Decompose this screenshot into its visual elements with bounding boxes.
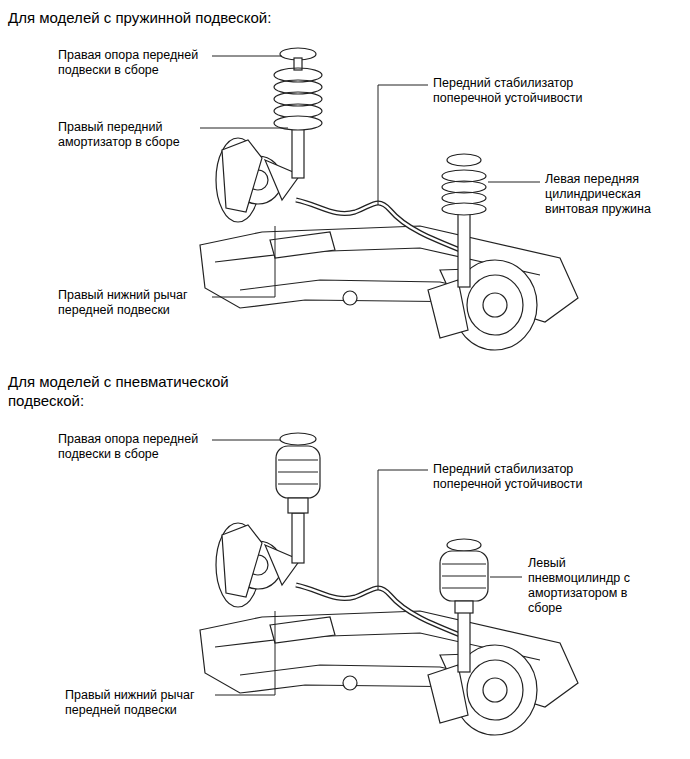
part-label: Передний стабилизатор поперечной устойчи…: [433, 76, 613, 106]
part-label: Правый нижний рычаг передней подвески: [58, 288, 208, 318]
part-label: Правый нижний рычаг передней подвески: [65, 688, 215, 718]
part-label: Правый передний амортизатор в сборе: [58, 120, 198, 150]
part-label: Передний стабилизатор поперечной устойчи…: [433, 462, 613, 492]
part-label: Левый пневмоцилиндр с амортизатором в сб…: [528, 556, 638, 616]
part-label: Левая передняя цилиндрическая винтовая п…: [545, 172, 670, 217]
section-heading: Для моделей с пневматической подвеской:: [8, 372, 243, 410]
part-label: Правая опора передней подвески в сборе: [58, 48, 218, 78]
part-label: Правая опора передней подвески в сборе: [58, 432, 218, 462]
section-heading: Для моделей с пружинной подвеской:: [8, 8, 428, 27]
